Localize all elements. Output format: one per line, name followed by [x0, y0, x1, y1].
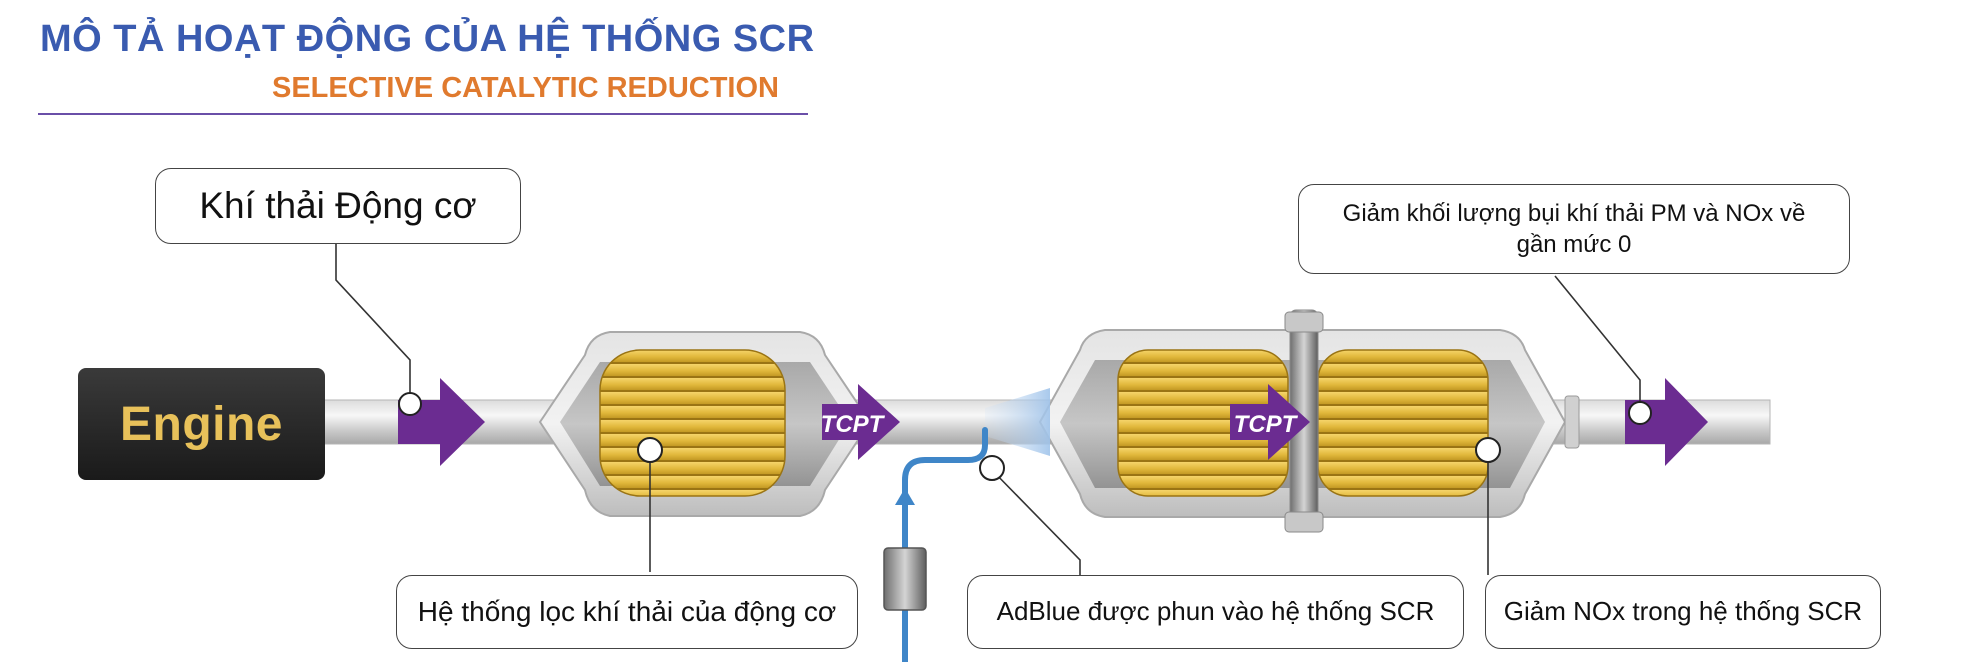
page-title: MÔ TẢ HOẠT ĐỘNG CỦA HỆ THỐNG SCR: [40, 18, 815, 60]
marker-nox: [1475, 437, 1501, 463]
leader-adblue: [989, 467, 1081, 575]
callout-adblue: AdBlue được phun vào hệ thống SCR: [967, 575, 1464, 649]
marker-filter: [637, 437, 663, 463]
marker-output: [1628, 401, 1652, 425]
page-subtitle: SELECTIVE CATALYTIC REDUCTION: [272, 72, 779, 104]
adblue-injector: [883, 547, 927, 611]
marker-adblue: [979, 455, 1005, 481]
flow-arrow-mid1: [822, 384, 900, 460]
adblue-line: [902, 427, 988, 662]
leader-exhaust: [335, 244, 411, 398]
flow-arrow-mid2: [1230, 384, 1310, 460]
callout-output: Giảm khối lượng bụi khí thải PM và NOx v…: [1298, 184, 1850, 274]
engine-block: [78, 368, 325, 480]
flow-arrow-in: [398, 378, 485, 466]
engine-label: Engine: [119, 397, 283, 451]
logo-right: TCPT: [1234, 411, 1299, 438]
flow-arrow-out: [1625, 378, 1708, 466]
callout-filter: Hệ thống lọc khí thải của động cơ: [396, 575, 858, 649]
adblue-spray-cone: [985, 388, 1050, 456]
marker-exhaust: [398, 392, 422, 416]
filter-canister: [538, 331, 872, 517]
title-divider: [38, 113, 808, 115]
scr-canister: [1038, 309, 1580, 533]
callout-exhaust: Khí thải Động cơ: [155, 168, 521, 244]
logo-left: TCPT: [821, 411, 886, 438]
leader-output: [1554, 275, 1641, 408]
callout-nox: Giảm NOx trong hệ thống SCR: [1485, 575, 1881, 649]
